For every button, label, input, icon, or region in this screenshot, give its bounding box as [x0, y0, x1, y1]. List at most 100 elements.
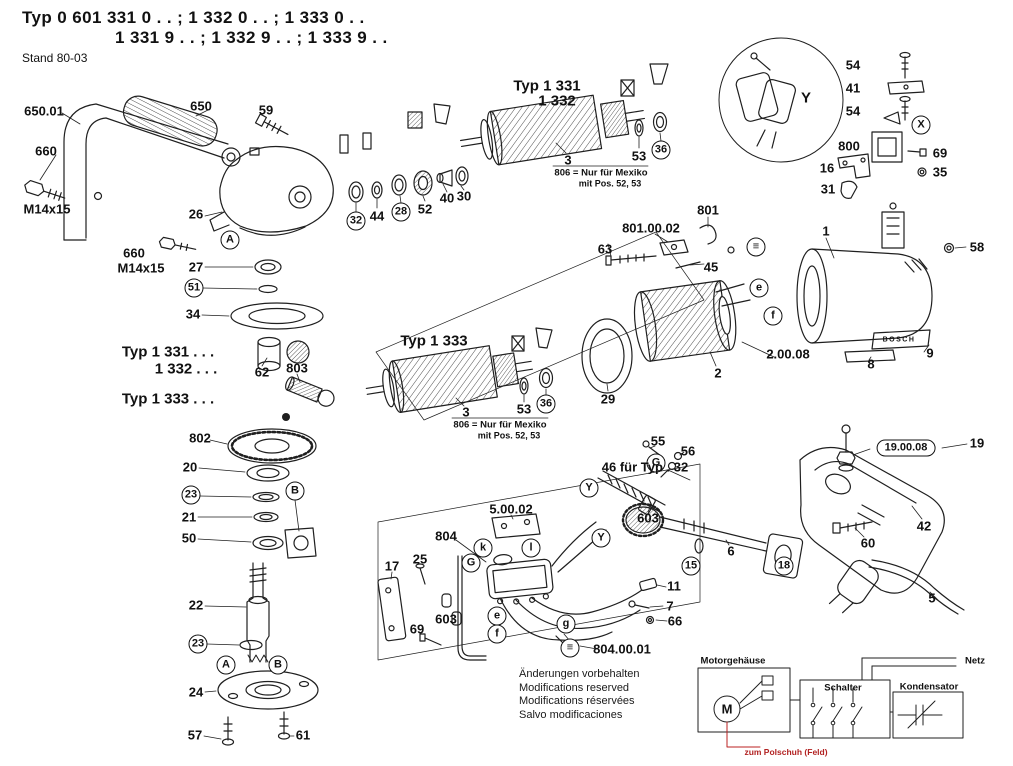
part-label: 801.00.02 — [622, 220, 680, 236]
motor-housing-drawing — [796, 202, 955, 363]
part-label: 53 — [631, 148, 647, 164]
part-label: ≡ — [746, 237, 766, 257]
part-label: 802 — [189, 430, 211, 446]
part-label: 1 332 . . . — [154, 360, 218, 378]
part-label: 32 — [346, 211, 366, 231]
part-label: 23 — [181, 485, 201, 505]
part-label: 55 — [650, 433, 666, 449]
part-label: G — [646, 453, 666, 473]
part-label: e — [749, 278, 769, 298]
part-label: 69 — [932, 145, 948, 161]
part-label: 660 — [123, 245, 145, 261]
type-numbers-line2: 1 331 9 . . ; 1 332 9 . . ; 1 333 9 . . — [115, 28, 388, 47]
part-label: 23 — [188, 634, 208, 654]
part-label: 1 332 — [538, 92, 576, 110]
part-label: 17 — [384, 558, 400, 574]
part-label: 804 — [435, 528, 457, 544]
part-label: 8 — [867, 356, 875, 372]
brush-holder-parts-drawing — [837, 51, 927, 199]
part-label: mit Pos. 52, 53 — [578, 178, 642, 189]
part-label: 42 — [916, 518, 932, 534]
part-label: 61 — [295, 727, 311, 743]
part-label: 44 — [369, 208, 385, 224]
type-numbers-line1: Typ 0 601 331 0 . . ; 1 332 0 . . ; 1 33… — [22, 8, 365, 27]
part-label: 9 — [926, 345, 934, 361]
switch-handle-drawing — [799, 424, 965, 615]
spindle-parts-stack-drawing — [217, 259, 335, 746]
part-label: 660 — [35, 143, 57, 159]
part-label: 28 — [391, 202, 411, 222]
part-label: 52 — [417, 201, 433, 217]
part-label: 1 — [822, 223, 830, 239]
leader-lines — [39, 109, 968, 740]
bolt-660-left-drawing — [24, 179, 66, 201]
part-label: 58 — [969, 239, 985, 255]
part-label: 40 — [439, 190, 455, 206]
part-label: g — [556, 614, 576, 634]
part-label: 56 — [680, 443, 696, 459]
part-label: Typ 1 331 . . . — [121, 343, 215, 361]
mains-plug-drawing — [828, 559, 879, 614]
part-label: 803 — [286, 360, 308, 376]
switch-804-drawing — [486, 554, 554, 605]
carrying-handle-drawing — [24, 95, 289, 251]
part-label: 3 — [462, 404, 470, 420]
part-label: 31 — [820, 181, 836, 197]
part-label: ≡ — [560, 638, 580, 658]
part-label: X — [911, 115, 931, 135]
part-label: 30 — [456, 188, 472, 204]
part-label: 62 — [254, 364, 270, 380]
part-label: 53 — [516, 401, 532, 417]
part-label: 57 — [187, 727, 203, 743]
part-label: 29 — [600, 391, 616, 407]
part-label: 5 — [928, 590, 936, 606]
part-label: 22 — [188, 597, 204, 613]
stator-drawing — [605, 224, 751, 362]
part-label: 16 — [819, 160, 835, 176]
circuit-label: Kondensator — [899, 681, 959, 693]
part-label: 45 — [703, 259, 719, 275]
part-label: M14x15 — [117, 260, 165, 276]
part-label: f — [487, 624, 507, 644]
part-label: 34 — [185, 306, 201, 322]
part-label: 603 — [637, 510, 659, 526]
part-label: 46 für Typ . 32 — [601, 459, 689, 475]
title-block: Typ 0 601 331 0 . . ; 1 332 0 . . ; 1 33… — [22, 8, 388, 65]
part-label: 6 — [727, 543, 735, 559]
part-label: l — [521, 538, 541, 558]
part-label: A — [220, 230, 240, 250]
gear-housing-drawing — [209, 145, 334, 236]
part-label: 20 — [182, 459, 198, 475]
part-label: f — [763, 306, 783, 326]
part-label: 66 — [667, 613, 683, 629]
part-label: 15 — [681, 556, 701, 576]
note-line: Änderungen vorbehalten — [519, 668, 640, 680]
armature-typ-1333-drawing — [365, 327, 554, 419]
part-label: 26 — [188, 206, 204, 222]
part-label: Y — [800, 89, 812, 107]
part-label: 27 — [188, 259, 204, 275]
circuit-label: Netz — [964, 655, 986, 667]
washer-row-drawing — [339, 103, 469, 203]
part-label: 806 = Nur für Mexiko — [554, 167, 648, 179]
part-label: 35 — [932, 164, 948, 180]
circuit-label: Schalter — [824, 682, 862, 694]
part-label: 650 — [190, 98, 212, 114]
part-label: 19.00.08 — [876, 439, 936, 457]
part-label: B — [268, 655, 288, 675]
circuit-diagram-drawing — [697, 657, 964, 748]
seal-ring-29-drawing — [581, 318, 633, 394]
part-label: mit Pos. 52, 53 — [477, 430, 541, 441]
part-label: 36 — [536, 394, 556, 414]
screw-59-drawing — [254, 113, 289, 136]
circuit-label: zum Polschuh (Feld) — [744, 746, 828, 757]
part-label: M14x15 — [23, 201, 71, 217]
part-label: 24 — [188, 684, 204, 700]
part-label: Y — [579, 478, 599, 498]
part-label: 806 = Nur für Mexiko — [453, 419, 547, 431]
note-line: Modifications réservées — [519, 695, 635, 707]
part-label: 804.00.01 — [593, 641, 651, 657]
note-line: Salvo modificaciones — [519, 708, 623, 721]
